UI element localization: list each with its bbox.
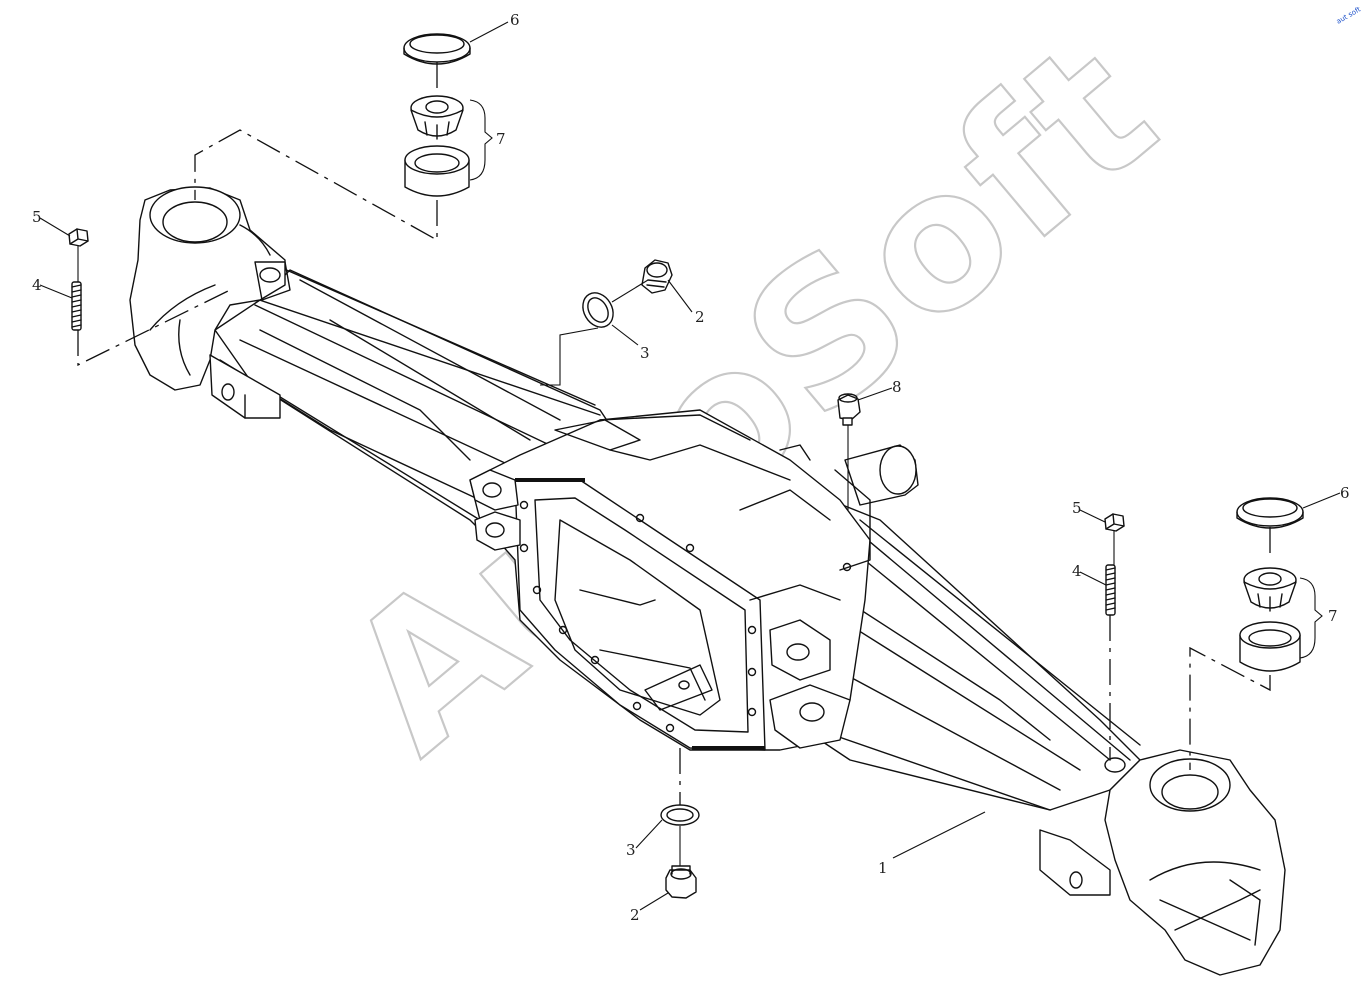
callout-5-left: 5 bbox=[32, 208, 42, 226]
callout-leaders bbox=[39, 21, 1341, 911]
callout-2-bottom: 2 bbox=[630, 906, 640, 924]
callout-8: 8 bbox=[892, 378, 902, 396]
seal-upper-left bbox=[403, 33, 471, 65]
callout-7-top: 7 bbox=[496, 130, 506, 148]
nut-stud-right bbox=[1104, 513, 1125, 616]
nut-stud-left bbox=[68, 228, 89, 331]
callout-4-right: 4 bbox=[1072, 562, 1082, 580]
callout-3-top: 3 bbox=[640, 344, 650, 362]
seal-right bbox=[1236, 497, 1304, 529]
callout-6-top: 6 bbox=[510, 11, 520, 29]
callout-5-right: 5 bbox=[1072, 499, 1082, 517]
flange-bolt-holes bbox=[519, 500, 757, 733]
callout-6-right: 6 bbox=[1340, 484, 1350, 502]
breather-fitting bbox=[837, 393, 861, 426]
callout-2-top: 2 bbox=[695, 308, 705, 326]
plug-washer-top bbox=[582, 259, 673, 328]
assembly-lines bbox=[77, 62, 1271, 866]
callout-7-right: 7 bbox=[1328, 607, 1338, 625]
bearing-right bbox=[1239, 567, 1301, 672]
callout-3-bottom: 3 bbox=[626, 841, 636, 859]
bearing-upper-left bbox=[404, 95, 470, 197]
callout-1: 1 bbox=[878, 859, 888, 877]
axle-housing bbox=[129, 186, 1286, 976]
callout-labels: 1 2 2 3 3 4 4 5 5 6 6 7 7 8 bbox=[32, 11, 1350, 924]
callout-4-left: 4 bbox=[32, 276, 42, 294]
corner-mark: aut soft bbox=[1335, 5, 1362, 25]
plug-washer-bottom bbox=[660, 804, 700, 899]
